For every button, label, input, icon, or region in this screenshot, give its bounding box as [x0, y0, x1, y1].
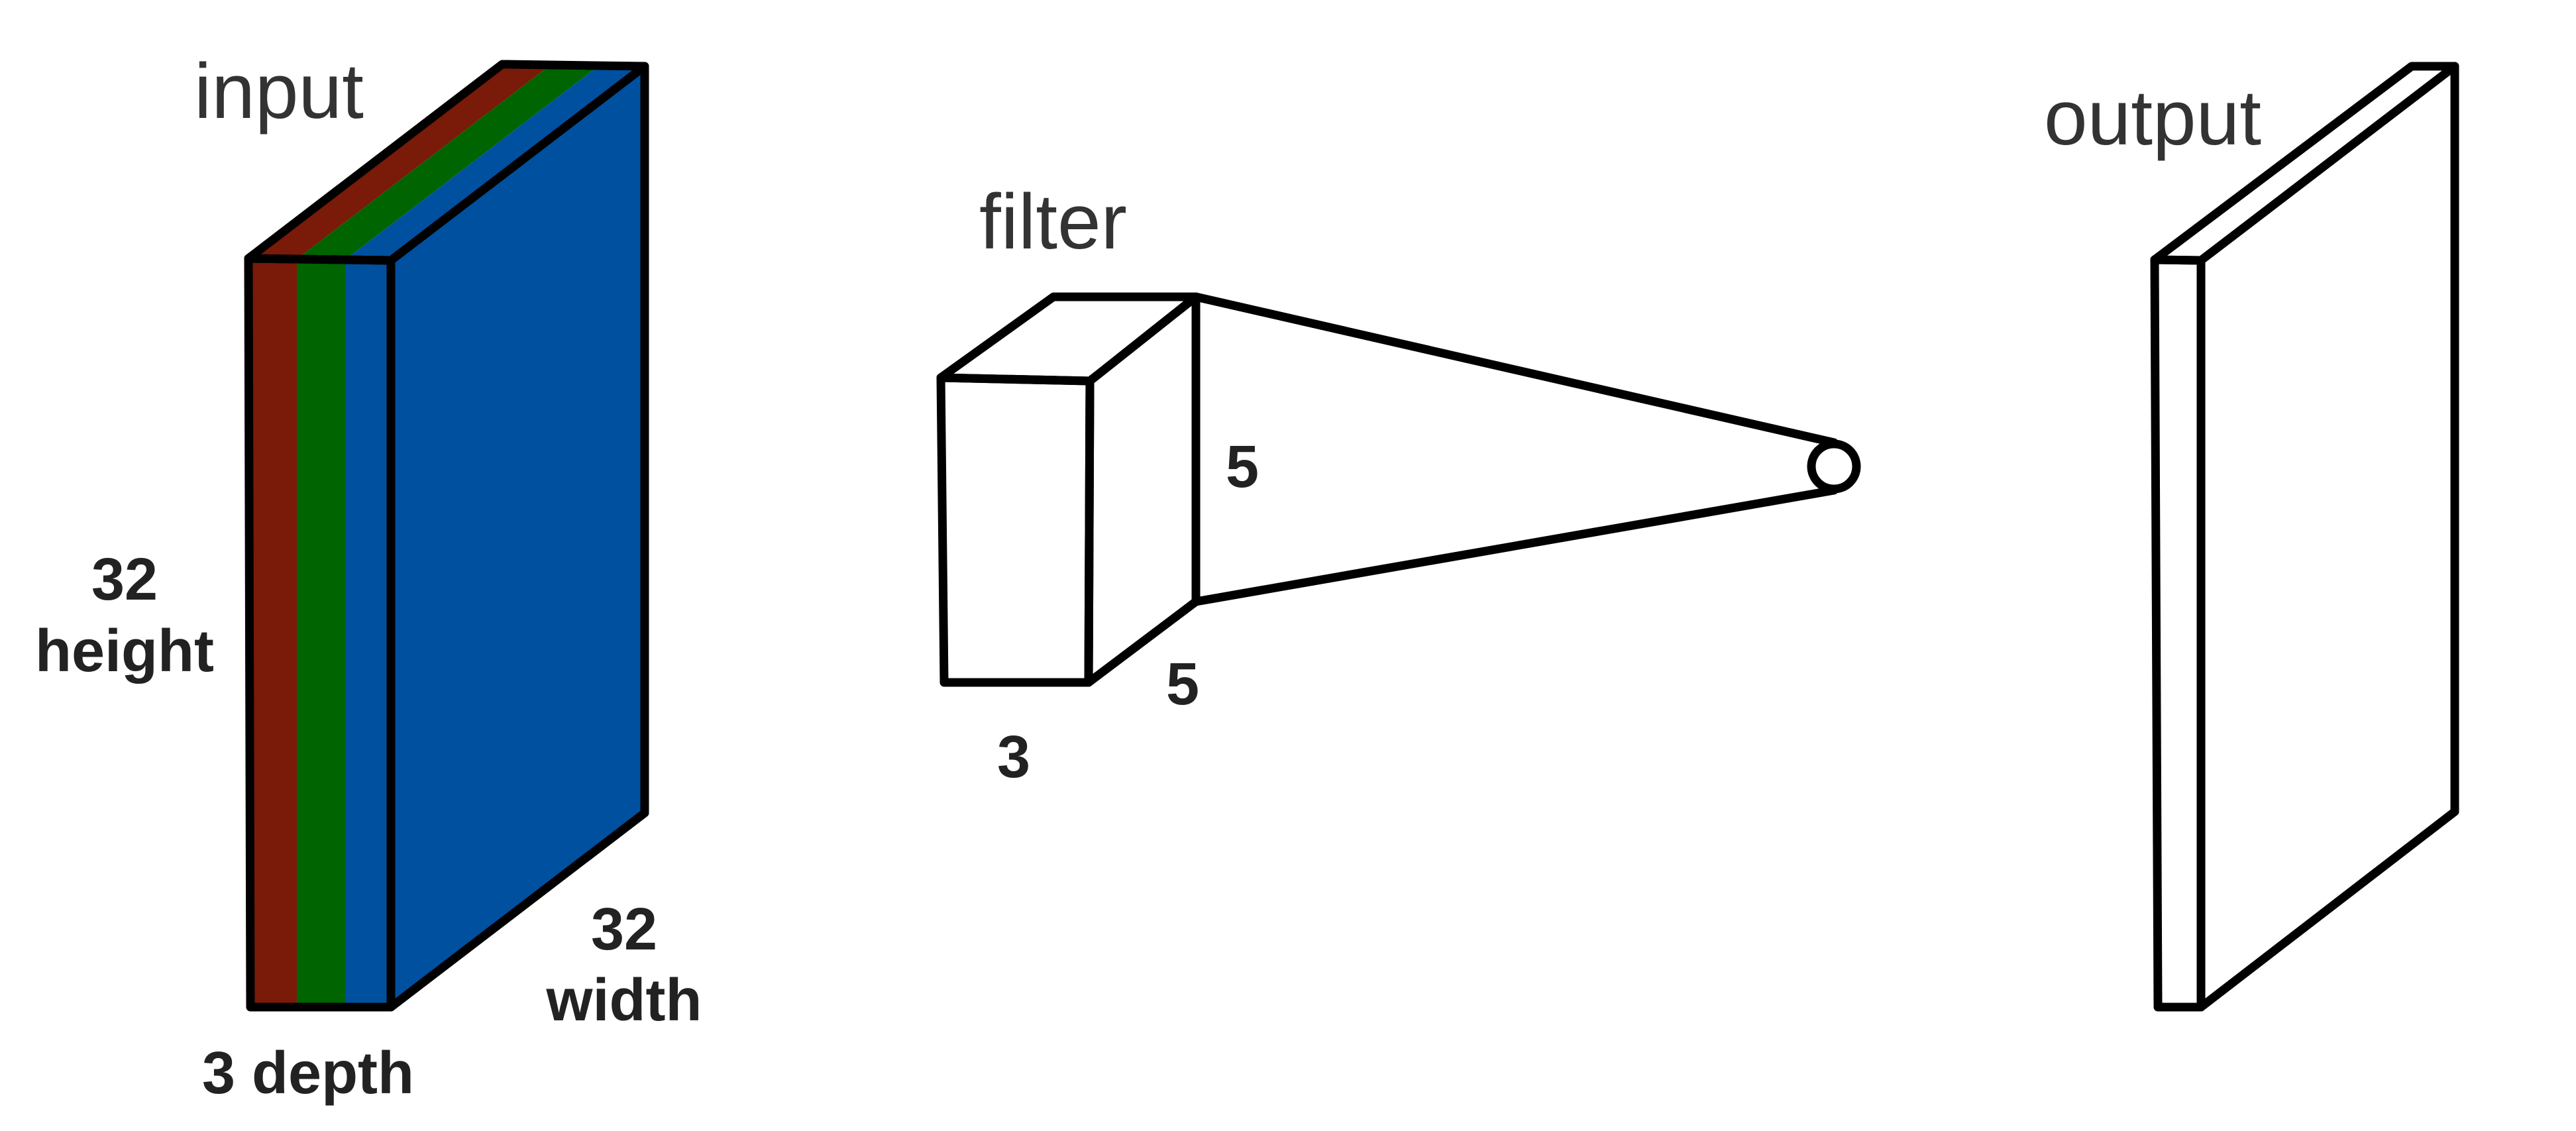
- filter-width-value: 5: [1166, 651, 1199, 718]
- output-side-face: [2196, 62, 2459, 1012]
- input-channel-red: [248, 258, 297, 1007]
- projection-line-top: [1191, 292, 1839, 447]
- filter-side-face: [1084, 292, 1201, 687]
- input-top-blue: [345, 66, 645, 260]
- filter-projection: [1191, 292, 1861, 606]
- input-title: input: [194, 48, 364, 135]
- input-top-green: [297, 65, 599, 260]
- output-title: output: [2044, 74, 2261, 162]
- input-channel-blue: [345, 260, 391, 1007]
- filter-top-face: [936, 292, 1201, 386]
- input-channel-green: [297, 259, 345, 1007]
- input-height-label: height: [35, 618, 214, 684]
- projection-line-bottom: [1191, 486, 1839, 606]
- input-side-face: [391, 66, 645, 1007]
- input-width-label: width: [546, 967, 702, 1034]
- output-neuron-node: [1807, 439, 1861, 494]
- filter-depth-value: 3: [997, 724, 1030, 790]
- filter-height-value: 5: [1226, 434, 1259, 500]
- input-top-red: [248, 64, 551, 259]
- output-front-face: [2150, 255, 2206, 1012]
- input-height-value: 32: [91, 547, 158, 613]
- input-volume: [244, 60, 649, 1012]
- output-volume: [2150, 62, 2459, 1012]
- filter-title: filter: [979, 178, 1127, 266]
- input-depth-label: 3 depth: [202, 1040, 414, 1106]
- input-width-value: 32: [591, 896, 657, 963]
- filter-front-face: [936, 373, 1095, 687]
- input-side-outline: [386, 62, 649, 1012]
- filter-box: [936, 292, 1201, 687]
